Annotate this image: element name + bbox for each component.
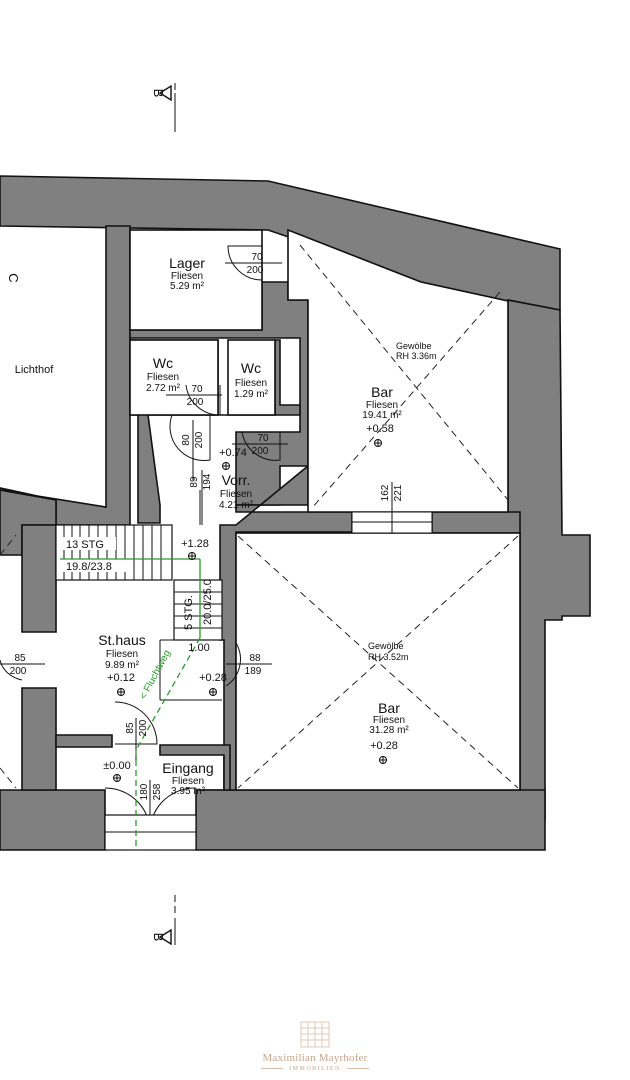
door-passage-width: 89 xyxy=(189,476,200,488)
level-sthaus: +0.12 xyxy=(107,672,135,684)
stair-main xyxy=(55,524,173,581)
room-floor-wc1: Fliesen xyxy=(147,372,179,383)
vault-height-bar2: RH 3.52m xyxy=(368,652,409,662)
room-area-vorr: 4.21 m² xyxy=(219,500,254,511)
labels: C Lichthof Lager Fliesen 5.29 m² Wc Flie… xyxy=(6,252,437,800)
door-bar-opening-height: 221 xyxy=(393,484,404,501)
section-label-top: B xyxy=(151,89,166,98)
level-landing: +1.28 xyxy=(181,538,209,550)
room-name-bar2: Bar xyxy=(378,700,400,716)
room-floor-sthaus: Fliesen xyxy=(106,649,138,660)
room-name-vorr: Vorr. xyxy=(222,472,251,488)
room-area-lager: 5.29 m² xyxy=(170,281,205,292)
stair-main-ratio: 19.8/23.8 xyxy=(66,561,112,573)
door-vorr-right-width: 70 xyxy=(257,433,269,444)
room-wc1 xyxy=(129,339,219,416)
door-left-height: 200 xyxy=(10,666,27,677)
doors xyxy=(0,245,288,851)
door-lager-width: 70 xyxy=(251,252,263,263)
room-area-wc1: 2.72 m² xyxy=(146,383,181,394)
door-left-width: 85 xyxy=(14,653,26,664)
door-passage-height: 194 xyxy=(202,473,213,490)
level-bar2: +0.28 xyxy=(370,740,398,752)
stair-short-ratio: 20.0/25.0 xyxy=(202,579,214,625)
room-floor-eingang: Fliesen xyxy=(172,776,204,787)
stair-short xyxy=(159,579,225,701)
door-vorr-left-width: 80 xyxy=(181,434,192,446)
room-area-sthaus: 9.89 m² xyxy=(105,660,140,671)
door-bar2-width: 88 xyxy=(249,653,261,664)
room-name-bar1: Bar xyxy=(371,384,393,400)
stair-short-steps: 5 STG. xyxy=(183,595,195,630)
section-marker-bottom: B xyxy=(151,895,176,946)
door-bar-opening-width: 162 xyxy=(380,484,391,501)
landing-width: 1.00 xyxy=(188,642,209,654)
room-floor-bar1: Fliesen xyxy=(366,400,398,411)
stair-main-steps: 13 STG xyxy=(66,539,104,551)
door-sthaus-width: 85 xyxy=(125,722,136,734)
door-wc-width: 70 xyxy=(191,384,203,395)
door-vorr-right-height: 200 xyxy=(252,446,269,457)
escape-route xyxy=(60,558,201,850)
room-name-sthaus: St.haus xyxy=(98,632,145,648)
vault-lines xyxy=(0,244,519,789)
axis-label-c: C xyxy=(6,273,21,282)
door-entrance-height: 258 xyxy=(152,783,163,800)
rooms xyxy=(129,228,521,791)
room-area-bar2: 31.28 m² xyxy=(369,725,409,736)
vault-label-bar2: Gewölbe xyxy=(368,641,404,651)
room-area-bar1: 19.41 m² xyxy=(362,410,402,421)
brand-subtitle: IMMOBILIEN xyxy=(0,1066,630,1072)
level-vorr: +0.74 xyxy=(219,447,247,459)
level-markers xyxy=(113,439,387,782)
bar-opening xyxy=(351,482,433,534)
room-area-wc2: 1.29 m² xyxy=(234,389,269,400)
vault-label-bar1: Gewölbe xyxy=(396,341,432,351)
room-lager xyxy=(129,229,263,331)
room-name-wc2: Wc xyxy=(241,360,261,376)
room-area-eingang: 3.95 m² xyxy=(171,786,206,797)
door-bar2-height: 189 xyxy=(245,666,262,677)
room-name-lager: Lager xyxy=(169,255,205,271)
room-floor-bar2: Fliesen xyxy=(373,715,405,726)
room-wc2 xyxy=(227,339,276,416)
building-icon xyxy=(300,1020,330,1048)
section-label-bottom: B xyxy=(151,933,166,942)
room-floor-vorr: Fliesen xyxy=(220,489,252,500)
door-sthaus-height: 200 xyxy=(138,719,149,736)
company-logo: Maximilian Mayrhofer IMMOBILIEN xyxy=(0,1020,630,1072)
brand-name: Maximilian Mayrhofer xyxy=(262,1052,368,1064)
room-bar1 xyxy=(287,228,509,513)
room-name-eingang: Eingang xyxy=(162,760,213,776)
room-floor-wc2: Fliesen xyxy=(235,378,267,389)
door-wc-height: 200 xyxy=(187,397,204,408)
room-name-wc1: Wc xyxy=(153,355,173,371)
vault-height-bar1: RH 3.36m xyxy=(396,351,437,361)
room-name-lichthof: Lichthof xyxy=(15,364,54,376)
door-lager-height: 200 xyxy=(247,265,264,276)
level-bar2-door: +0.28 xyxy=(199,672,227,684)
level-eingang: ±0.00 xyxy=(103,760,130,772)
door-entrance-width: 180 xyxy=(139,783,150,800)
section-marker-top: B xyxy=(151,83,176,132)
door-vorr-left-height: 200 xyxy=(194,431,205,448)
level-bar1: +0.58 xyxy=(366,423,394,435)
room-floor-lager: Fliesen xyxy=(171,271,203,282)
